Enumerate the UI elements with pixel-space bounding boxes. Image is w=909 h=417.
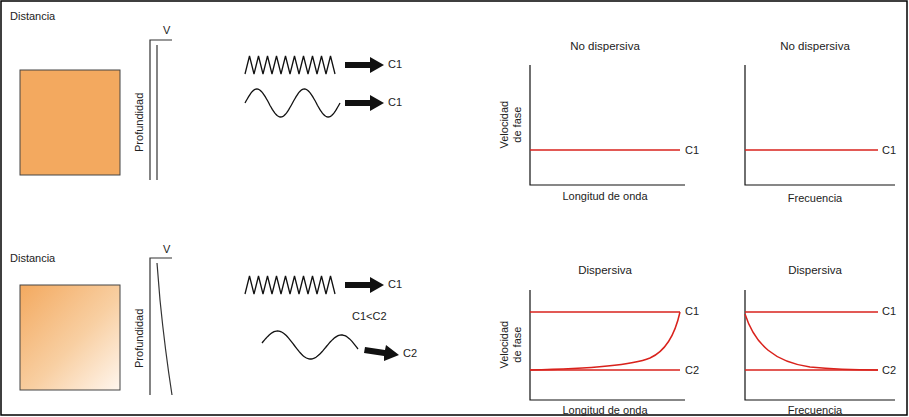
axis-label: Longitud de onda xyxy=(562,190,647,203)
chart-axes xyxy=(745,290,895,400)
velocity-label: C2 xyxy=(685,364,699,377)
phase-velocity-line xyxy=(530,149,680,151)
arrow xyxy=(345,57,384,73)
velocity-label: C1 xyxy=(388,58,402,71)
axis-label: Velocidad de fase xyxy=(498,314,523,376)
arrow xyxy=(345,277,384,293)
axis-label: V xyxy=(163,24,170,37)
phase-velocity-line xyxy=(745,311,878,313)
phase-velocity-line xyxy=(745,149,878,151)
velocity-axis xyxy=(150,40,172,180)
phase-velocity-line xyxy=(530,311,680,313)
velocity-comparison: C1<C2 xyxy=(352,310,387,323)
chart-title: No dispersiva xyxy=(570,40,640,53)
arrow xyxy=(345,95,384,111)
velocity-label: C1 xyxy=(882,305,896,318)
chart-title: No dispersiva xyxy=(780,40,850,53)
homogeneous-medium xyxy=(20,70,120,175)
chart-title: Dispersiva xyxy=(578,264,632,277)
axis-label: Frecuencia xyxy=(788,192,842,205)
chart-axes xyxy=(530,65,685,185)
axis-label: Distancia xyxy=(10,10,55,23)
velocity-profile xyxy=(156,45,157,180)
chart-title: Dispersiva xyxy=(788,264,842,277)
velocity-axis xyxy=(150,258,172,395)
velocity-label: C1 xyxy=(388,96,402,109)
dispersion-curve xyxy=(745,314,878,370)
velocity-label: C1 xyxy=(882,144,896,157)
long-wave xyxy=(262,331,358,359)
axis-label: V xyxy=(163,243,170,256)
axis-label: Profundidad xyxy=(133,293,146,383)
layered-medium xyxy=(20,285,120,390)
velocity-label: C1 xyxy=(685,144,699,157)
chart-axes xyxy=(745,65,895,185)
axis-label: Frecuencia xyxy=(788,404,842,417)
short-wave xyxy=(245,56,335,74)
velocity-label: C1 xyxy=(685,305,699,318)
axis-label: Longitud de onda xyxy=(562,404,647,417)
short-wave xyxy=(245,276,335,294)
axis-label: Velocidad de fase xyxy=(498,94,523,156)
axis-label: Profundidad xyxy=(133,77,146,167)
dispersion-curve xyxy=(530,312,680,370)
velocity-label: C1 xyxy=(388,278,402,291)
long-wave xyxy=(245,89,340,117)
chart-axes xyxy=(530,290,685,400)
velocity-label: C2 xyxy=(882,364,896,377)
velocity-label: C2 xyxy=(403,347,417,360)
velocity-profile xyxy=(157,263,172,395)
axis-label: Distancia xyxy=(10,252,55,265)
arrow xyxy=(364,345,399,361)
